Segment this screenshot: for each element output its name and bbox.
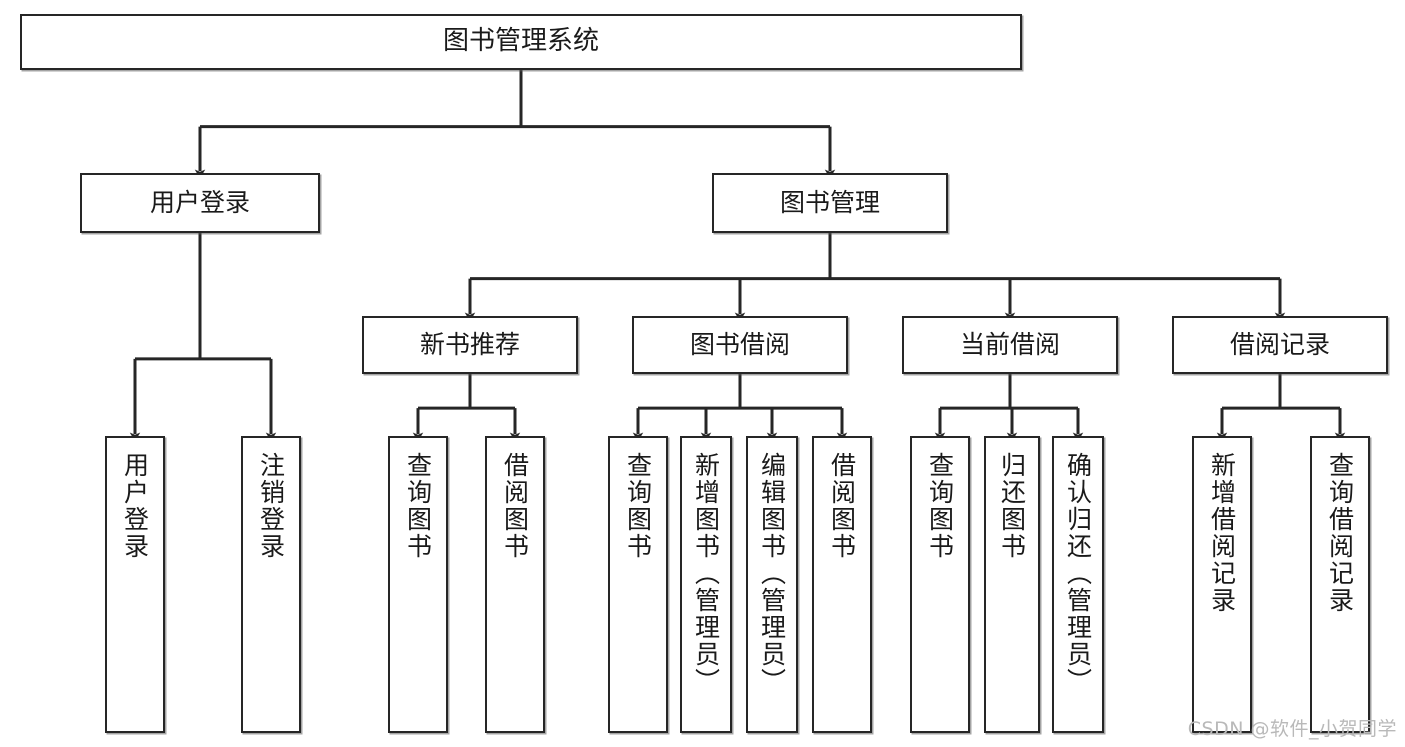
node-book-manage[interactable]: 图书管理	[712, 173, 948, 233]
node-new-book-recommend[interactable]: 新书推荐	[362, 316, 578, 374]
node-leaf-query-record-label: 查询借阅记录	[1325, 452, 1355, 614]
node-book-manage-label: 图书管理	[779, 188, 880, 217]
node-leaf-edit-book[interactable]: 编辑图书（管理员）	[746, 436, 798, 733]
node-leaf-query-record[interactable]: 查询借阅记录	[1310, 436, 1370, 733]
node-borrow-record[interactable]: 借阅记录	[1172, 316, 1388, 374]
node-leaf-logout[interactable]: 注销登录	[241, 436, 301, 733]
node-leaf-add-record[interactable]: 新增借阅记录	[1192, 436, 1252, 733]
node-root-label: 图书管理系统	[442, 26, 599, 57]
node-leaf-return-book[interactable]: 归还图书	[984, 436, 1040, 733]
node-leaf-query-book-3[interactable]: 查询图书	[910, 436, 970, 733]
node-leaf-user-login[interactable]: 用户登录	[105, 436, 165, 733]
node-borrow-record-label: 借阅记录	[1229, 330, 1330, 359]
node-book-borrow-label: 图书借阅	[689, 330, 790, 359]
node-leaf-logout-label: 注销登录	[256, 452, 286, 560]
node-leaf-borrow-book-2-label: 借阅图书	[827, 452, 857, 560]
node-current-borrow[interactable]: 当前借阅	[902, 316, 1118, 374]
node-leaf-add-record-label: 新增借阅记录	[1207, 452, 1237, 614]
node-leaf-borrow-book-2[interactable]: 借阅图书	[812, 436, 872, 733]
node-user-login-label: 用户登录	[149, 188, 250, 217]
node-leaf-add-book-label: 新增图书（管理员）	[691, 452, 721, 695]
csdn-watermark: CSDN @软件_小贺同学	[1187, 718, 1397, 740]
node-leaf-borrow-book-1-label: 借阅图书	[500, 452, 530, 560]
node-leaf-query-book-1-label: 查询图书	[403, 452, 433, 560]
node-leaf-confirm-return-label: 确认归还（管理员）	[1063, 452, 1093, 695]
node-leaf-add-book[interactable]: 新增图书（管理员）	[680, 436, 732, 733]
node-root[interactable]: 图书管理系统	[20, 14, 1022, 70]
node-user-login[interactable]: 用户登录	[80, 173, 320, 233]
node-leaf-edit-book-label: 编辑图书（管理员）	[757, 452, 787, 695]
node-current-borrow-label: 当前借阅	[959, 330, 1060, 359]
node-leaf-query-book-2-label: 查询图书	[623, 452, 653, 560]
node-leaf-query-book-2[interactable]: 查询图书	[608, 436, 668, 733]
node-leaf-borrow-book-1[interactable]: 借阅图书	[485, 436, 545, 733]
node-leaf-confirm-return[interactable]: 确认归还（管理员）	[1052, 436, 1104, 733]
node-book-borrow[interactable]: 图书借阅	[632, 316, 848, 374]
node-leaf-query-book-3-label: 查询图书	[925, 452, 955, 560]
node-leaf-query-book-1[interactable]: 查询图书	[388, 436, 448, 733]
node-leaf-return-book-label: 归还图书	[997, 452, 1027, 560]
node-new-book-recommend-label: 新书推荐	[419, 330, 520, 359]
node-leaf-user-login-label: 用户登录	[120, 452, 150, 560]
